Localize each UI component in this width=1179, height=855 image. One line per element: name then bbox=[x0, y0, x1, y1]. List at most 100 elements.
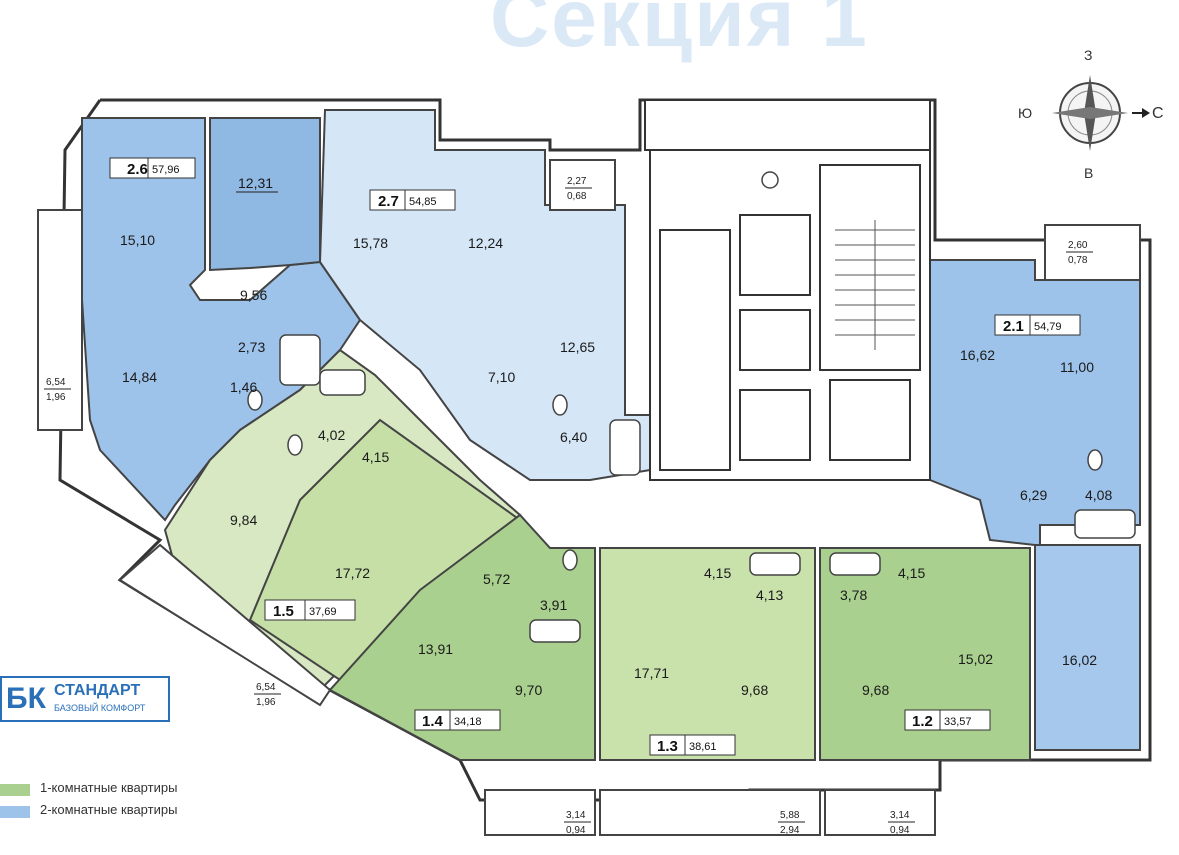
balcony-coef: 0,78 bbox=[1068, 255, 1088, 266]
svg-text:38,61: 38,61 bbox=[689, 741, 717, 753]
svg-text:2.6: 2.6 bbox=[127, 161, 148, 178]
room-area-label: 4,15 bbox=[898, 565, 925, 581]
apartment-badge-1-2: 1.2 33,57 bbox=[904, 709, 991, 731]
room-area-label: 6,40 bbox=[560, 429, 587, 445]
svg-text:1.5: 1.5 bbox=[273, 603, 294, 620]
balcony-b3-outline bbox=[37, 209, 83, 431]
bathtub-icon bbox=[319, 369, 366, 396]
room-area-label: 9,68 bbox=[741, 682, 768, 698]
balcony-coef: 2,94 bbox=[780, 825, 800, 836]
legend-label: 1-комнатные квартиры bbox=[40, 780, 178, 795]
svg-text:1.4: 1.4 bbox=[422, 713, 444, 730]
room-area-label: 15,02 bbox=[958, 651, 993, 667]
apartment-badge-1-5: 1.5 37,69 bbox=[264, 599, 356, 621]
balcony-b7-outline bbox=[824, 789, 936, 836]
bathtub-icon bbox=[829, 552, 881, 576]
balcony-b4-outline bbox=[118, 543, 332, 707]
balcony-area: 5,88 bbox=[780, 810, 800, 821]
room-area-label: 3,78 bbox=[840, 587, 867, 603]
legend-swatch bbox=[0, 784, 30, 796]
balcony-area: 6,54 bbox=[256, 682, 276, 693]
balcony-labels: 2,27 0,68 2,60 0,78 6,54 1,96 6,54 1,96 … bbox=[44, 176, 1093, 836]
svg-text:54,85: 54,85 bbox=[409, 196, 437, 208]
room-area-label: 13,91 bbox=[418, 641, 453, 657]
balcony-coef: 1,96 bbox=[256, 697, 276, 708]
room-area-label: 9,70 bbox=[515, 682, 542, 698]
compass-rose-icon bbox=[1052, 75, 1150, 151]
room-area-label: 9,68 bbox=[862, 682, 889, 698]
room-area-label: 17,71 bbox=[634, 665, 669, 681]
bathtub-icon bbox=[749, 552, 801, 576]
room-area-label: 9,56 bbox=[240, 287, 267, 303]
room-area-label: 16,02 bbox=[1062, 652, 1097, 668]
apartment-badge-2-6: 2.6 57,96 bbox=[109, 157, 196, 179]
svg-text:1.2: 1.2 bbox=[912, 713, 933, 730]
room-area-label: 15,78 bbox=[353, 235, 388, 251]
room-area-label: 4,15 bbox=[704, 565, 731, 581]
room-area-label: 12,24 bbox=[468, 235, 503, 251]
developer-logo: БК СТАНДАРТ БАЗОВЫЙ КОМФОРТ bbox=[0, 676, 170, 722]
toilet-icon bbox=[562, 549, 578, 571]
apartment-badge-2-1: 2.1 54,79 bbox=[994, 314, 1081, 336]
compass-east-label: С bbox=[1152, 105, 1164, 122]
room-area-label: 16,62 bbox=[960, 347, 995, 363]
balcony-coef: 0,94 bbox=[890, 825, 910, 836]
room-area-label: 6,29 bbox=[1020, 487, 1047, 503]
room-area-label: 9,84 bbox=[230, 512, 257, 528]
toilet-icon bbox=[761, 171, 779, 189]
room-area-label: 14,84 bbox=[122, 369, 157, 385]
room-area-label: 4,15 bbox=[362, 449, 389, 465]
balcony-area: 3,14 bbox=[566, 810, 586, 821]
svg-text:34,18: 34,18 bbox=[454, 716, 482, 728]
compass-west-label: Ю bbox=[1018, 105, 1033, 121]
apartment-1-2-area bbox=[819, 547, 1031, 761]
room-area-label: 4,02 bbox=[318, 427, 345, 443]
compass-north-label: З bbox=[1084, 47, 1093, 63]
apartment-1-3-area bbox=[599, 547, 816, 761]
logo-mark: БК bbox=[6, 682, 46, 715]
room-area-label: 3,91 bbox=[540, 597, 567, 613]
toilet-icon bbox=[287, 434, 303, 456]
balconies bbox=[37, 159, 1141, 836]
balcony-area: 6,54 bbox=[46, 377, 66, 388]
room-area-label: 15,10 bbox=[120, 232, 155, 248]
legend-swatch bbox=[0, 806, 30, 818]
bathtub-icon bbox=[279, 334, 321, 386]
room-area-labels: 12,31 15,10 9,56 2,73 1,46 14,84 15,78 1… bbox=[120, 175, 1112, 698]
room-area-label: 11,00 bbox=[1060, 359, 1094, 375]
room-area-label: 7,10 bbox=[488, 369, 515, 385]
compass: З В Ю С bbox=[1010, 45, 1164, 185]
toilet-icon bbox=[552, 394, 568, 416]
section-title: Секция 1 bbox=[490, 0, 869, 64]
bathtub-icon bbox=[529, 619, 581, 643]
balcony-area: 3,14 bbox=[890, 810, 910, 821]
bathtub-icon bbox=[609, 419, 641, 476]
balcony-area: 2,27 bbox=[567, 176, 587, 187]
apartment-2-1-room-16-02 bbox=[1034, 544, 1141, 751]
balcony-coef: 1,96 bbox=[46, 392, 66, 403]
room-area-label: 4,13 bbox=[756, 587, 783, 603]
apartment-badge-1-4: 1.4 34,18 bbox=[414, 709, 501, 731]
apartment-2-6-kitchen bbox=[209, 117, 321, 272]
apartment-badge-1-3: 1.3 38,61 bbox=[649, 734, 736, 756]
bathtub-icon bbox=[1074, 509, 1136, 539]
svg-text:2.7: 2.7 bbox=[378, 193, 399, 210]
logo-brand: СТАНДАРТ bbox=[54, 682, 141, 699]
room-area-label: 2,73 bbox=[238, 339, 265, 355]
balcony-coef: 0,68 bbox=[567, 191, 587, 202]
balcony-b5-outline bbox=[484, 789, 596, 836]
bathroom-fixtures bbox=[247, 171, 1136, 643]
room-area-label: 4,08 bbox=[1085, 487, 1112, 503]
toilet-icon bbox=[1087, 449, 1103, 471]
svg-text:2.1: 2.1 bbox=[1003, 318, 1024, 335]
logo-tagline: БАЗОВЫЙ КОМФОРТ bbox=[54, 703, 146, 713]
svg-text:37,69: 37,69 bbox=[309, 606, 337, 618]
balcony-area: 2,60 bbox=[1068, 240, 1088, 251]
room-area-label: 1,46 bbox=[230, 379, 257, 395]
svg-text:57,96: 57,96 bbox=[152, 164, 180, 176]
compass-south-label: В bbox=[1084, 165, 1094, 181]
room-area-label: 12,65 bbox=[560, 339, 595, 355]
balcony-b6-outline bbox=[599, 789, 821, 836]
legend-label: 2-комнатные квартиры bbox=[40, 802, 178, 817]
